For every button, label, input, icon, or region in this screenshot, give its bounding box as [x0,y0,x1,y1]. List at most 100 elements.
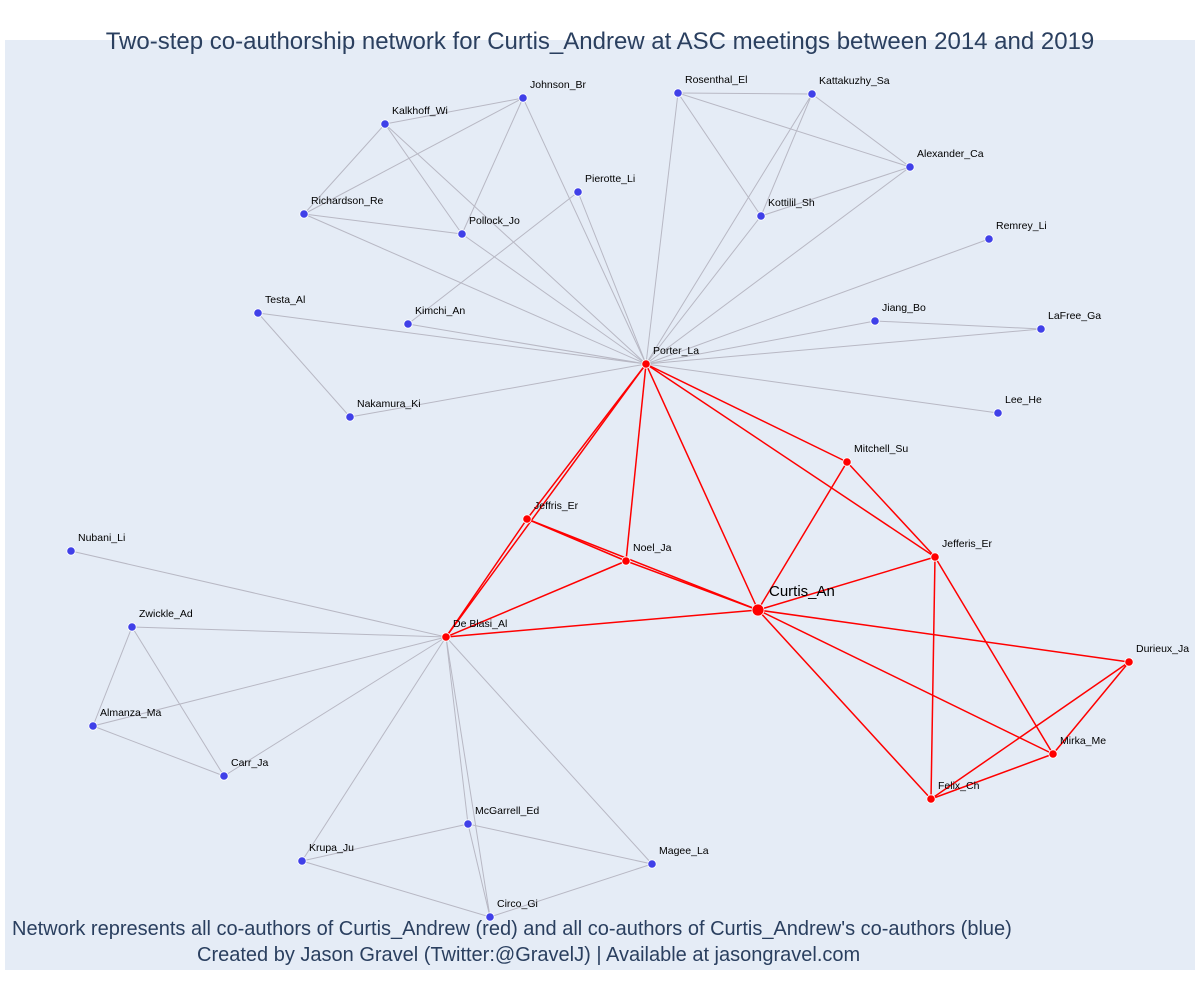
gray-edge [677,92,813,95]
gray-edge [645,320,876,365]
node-label-lafree-ga: LaFree_Ga [1048,310,1101,322]
node-label-jeffris-er: Jeffris_Er [534,500,579,512]
node-circo-gi[interactable] [485,912,495,922]
gray-edge [677,92,762,217]
node-jiang-bo[interactable] [870,316,880,326]
gray-edge [257,312,647,365]
node-carr-ja[interactable] [219,771,229,781]
red-edge [934,556,1054,755]
node-label-alexander-ca: Alexander_Ca [917,148,984,160]
node-nubani-li[interactable] [66,546,76,556]
red-edge [757,556,936,611]
node-pierotte-li[interactable] [573,187,583,197]
gray-edges-layer [70,92,1042,918]
gray-edge [677,92,911,168]
node-zwickle-ad[interactable] [127,622,137,632]
node-noel-ja[interactable] [621,556,631,566]
node-label-durieux-ja: Durieux_Ja [1136,643,1189,655]
gray-edge [92,636,447,727]
node-label-pollock-jo: Pollock_Jo [469,215,520,227]
footer-caption: Network represents all co-authors of Cur… [12,918,1012,940]
node-label-richardson-re: Richardson_Re [311,195,384,207]
node-label-zwickle-ad: Zwickle_Ad [139,608,193,620]
node-label-circo-gi: Circo_Gi [497,898,538,910]
node-mcgarrell-ed[interactable] [463,819,473,829]
node-alexander-ca[interactable] [905,162,915,172]
gray-edge [645,92,679,365]
gray-edge [384,123,647,365]
node-testa-al[interactable] [253,308,263,318]
node-label-krupa-ju: Krupa_Ju [309,842,354,854]
red-edge [645,363,848,463]
node-label-almanza-ma: Almanza_Ma [100,707,161,719]
node-label-kattakuzhy-sa: Kattakuzhy_Sa [819,75,890,87]
node-kimchi-an[interactable] [403,319,413,329]
gray-edge [577,191,647,365]
gray-edge [645,328,1042,365]
node-felix-ch[interactable] [926,794,936,804]
gray-edge [70,550,447,638]
node-label-nakamura-ki: Nakamura_Ki [357,398,421,410]
node-richardson-re[interactable] [299,209,309,219]
gray-edge [645,93,813,365]
node-label-felix-ch: Felix_Ch [938,780,980,792]
node-label-mcgarrell-ed: McGarrell_Ed [475,805,539,817]
gray-edge [489,863,653,918]
gray-edge [301,823,469,862]
node-de-blasi-al[interactable] [441,632,451,642]
node-label-mitchell-su: Mitchell_Su [854,443,908,455]
gray-edge [303,213,463,235]
node-lee-he[interactable] [993,408,1003,418]
gray-edge [645,215,762,365]
gray-edge [467,823,491,918]
node-label-kimchi-an: Kimchi_An [415,305,465,317]
red-edge [625,363,647,562]
gray-edge [301,860,491,918]
node-mirka-me[interactable] [1048,749,1058,759]
gray-edge [257,312,351,418]
gray-edge [445,636,469,825]
red-edge [846,461,936,558]
red-edge [757,609,1130,663]
node-durieux-ja[interactable] [1124,657,1134,667]
node-jeffris-er[interactable] [522,514,532,524]
node-porter-la[interactable] [641,359,651,369]
red-edge [930,753,1054,800]
red-edge [930,556,936,800]
node-rosenthal-el[interactable] [673,88,683,98]
node-nakamura-ki[interactable] [345,412,355,422]
node-kalkhoff-wi[interactable] [380,119,390,129]
gray-edge [92,626,133,727]
node-curtis-an[interactable] [751,603,765,617]
node-jefferis-er[interactable] [930,552,940,562]
node-label-carr-ja: Carr_Ja [231,757,269,769]
gray-edge [461,233,647,365]
red-edge [445,560,627,638]
node-label-kottilil-sh: Kottilil_Sh [768,197,815,209]
node-almanza-ma[interactable] [88,721,98,731]
node-johnson-br[interactable] [518,93,528,103]
gray-edge [384,97,524,125]
red-edge [526,518,627,562]
node-krupa-ju[interactable] [297,856,307,866]
node-mitchell-su[interactable] [842,457,852,467]
node-kottilil-sh[interactable] [756,211,766,221]
node-label-curtis-an: Curtis_An [769,583,835,600]
gray-edge [303,213,647,365]
node-magee-la[interactable] [647,859,657,869]
node-label-rosenthal-el: Rosenthal_El [685,74,747,86]
node-label-jiang-bo: Jiang_Bo [882,302,926,314]
node-label-johnson-br: Johnson_Br [530,79,587,91]
gray-edge [760,166,911,217]
node-lafree-ga[interactable] [1036,324,1046,334]
node-remrey-li[interactable] [984,234,994,244]
node-pollock-jo[interactable] [457,229,467,239]
gray-edge [407,191,579,325]
gray-edge [131,626,225,777]
gray-edge [445,636,653,865]
node-label-nubani-li: Nubani_Li [78,532,125,544]
node-label-magee-la: Magee_La [659,845,709,857]
node-kattakuzhy-sa[interactable] [807,89,817,99]
node-label-porter-la: Porter_La [653,345,699,357]
gray-edge [407,323,647,365]
